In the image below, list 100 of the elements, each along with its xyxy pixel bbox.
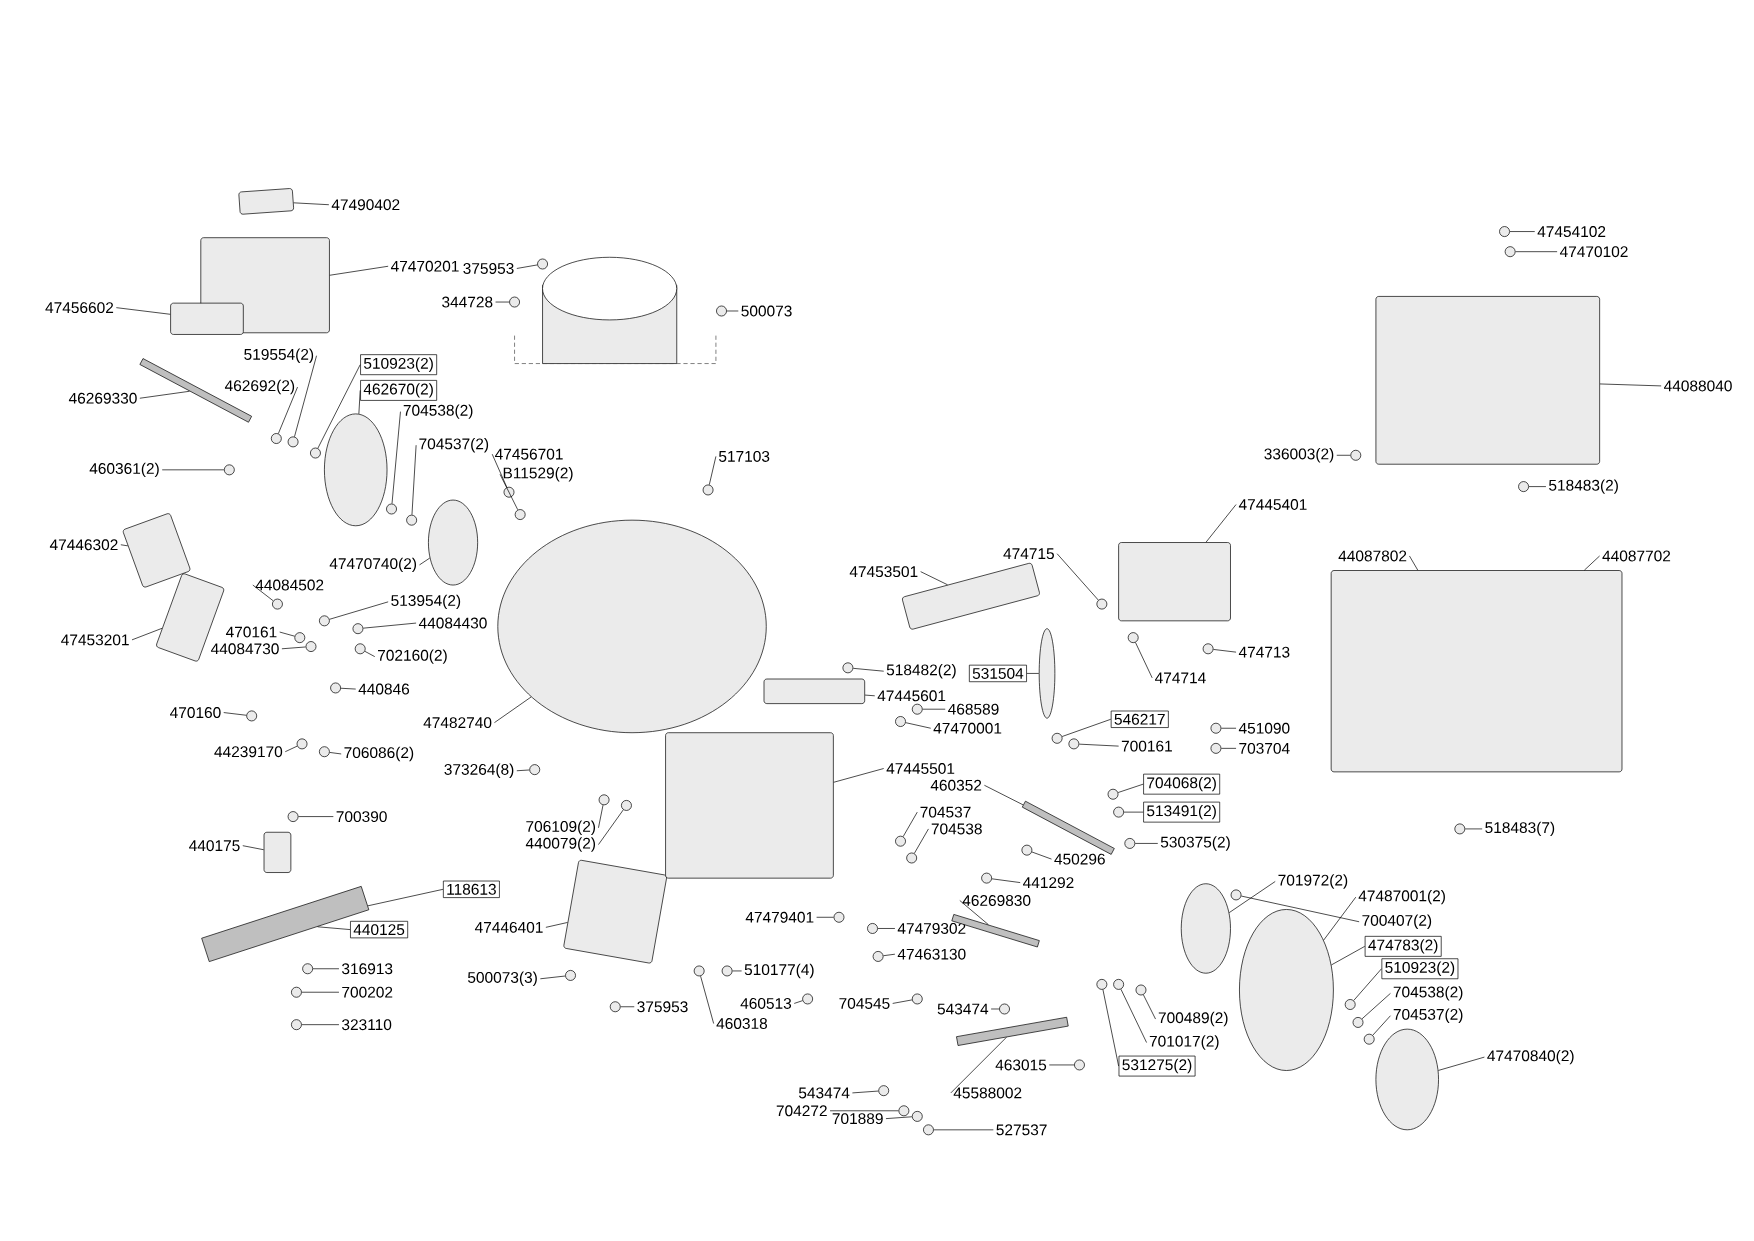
washer-drawing [702,484,714,496]
leader-line [700,976,714,1025]
leader-line [1331,946,1366,966]
leader-line [317,364,361,449]
washer-drawing [330,682,341,694]
leader-line [991,878,1021,884]
leader-line [516,769,530,772]
washer-drawing [537,258,548,270]
washer-drawing [898,1105,910,1117]
part-number-box: 118613 [443,880,500,899]
leader-line [495,301,510,303]
leader-line [115,307,171,315]
callout-number: 316913 [342,963,393,975]
washer-drawing [302,963,314,975]
callout-number: 704537(2) [1393,1008,1463,1024]
callout-number: 47470001 [933,723,1002,734]
leader-line [902,812,918,838]
leader-line [362,622,417,629]
washer-drawing [1021,845,1033,856]
part-drawing [1330,570,1623,773]
washer-drawing [1127,632,1139,644]
callout-number: 460513 [740,998,792,1010]
leader-line [252,584,274,602]
washer-drawing [352,623,364,635]
washer-drawing [514,509,526,521]
part-number-box: 440125 [350,921,409,939]
callout-number: 701972(2) [1278,874,1348,889]
callout-number: 470160 [170,707,221,719]
callout-number: 702160(2) [378,649,447,665]
washer-drawing [1068,738,1080,750]
leader-line [494,696,532,724]
callout-number: 518483(2) [1549,479,1618,495]
leader-line [1123,812,1144,813]
leader-line [959,900,989,926]
leader-line [793,1000,803,1004]
part-drawing [1180,883,1231,974]
washer-drawing [911,993,923,1005]
part-drawing [497,520,767,734]
leader-line [284,746,298,753]
leader-line [1353,968,1382,1002]
leader-line [1048,1064,1075,1066]
callout-number: 47445501 [886,763,955,775]
washer-drawing [1096,979,1108,990]
leader-line [131,628,163,641]
leader-line [317,926,351,931]
leader-line [1509,231,1536,233]
washer-drawing [1124,838,1136,850]
leader-line [816,917,834,918]
washer-drawing [509,296,520,308]
callout-number: 47445601 [877,690,946,702]
part-number-box: 462670(2) [360,380,438,401]
callout-number: 47446401 [474,922,543,934]
callout-number: 700202 [342,987,393,998]
washer-drawing [1096,598,1108,610]
callout-number: 47453501 [849,566,918,578]
leader-line [312,968,340,970]
leader-line [491,454,508,488]
callout-number: 47446302 [49,539,118,551]
washer-drawing [529,764,541,776]
callout-number: 500073 [741,305,792,317]
callout-number: 704272 [776,1105,827,1117]
washer-drawing [621,800,632,812]
washer-drawing [1107,789,1119,800]
leader-line [598,809,624,846]
callout-number: 543474 [798,1087,850,1099]
leader-line [329,601,389,620]
leader-line [278,386,298,435]
washer-drawing [895,716,906,728]
callout-number: 519554(2) [244,348,314,364]
leader-line [1117,784,1144,794]
callout-number: 44087702 [1602,550,1671,562]
callout-number: 700407(2) [1362,914,1432,930]
part-number-box: 474783(2) [1364,936,1442,957]
washer-drawing [291,1019,302,1031]
leader-line [499,474,519,511]
callout-number: 704537(2) [419,438,489,453]
callout-number: 704538(2) [403,404,473,420]
callout-number: 700489(2) [1158,1012,1228,1027]
washer-drawing [287,811,299,823]
callout-number: 44239170 [214,746,283,758]
callout-number: 700390 [336,811,387,823]
washer-drawing [386,503,397,515]
callout-number: 47470840(2) [1487,1050,1574,1065]
leader-line [1143,994,1156,1020]
callout-number: 460361(2) [89,462,159,478]
leader-line [1241,895,1360,923]
callout-number: 47453201 [61,634,129,646]
leader-line [419,557,431,566]
leader-line [1409,555,1419,571]
leader-line [914,828,929,854]
callout-number: 336003(2) [1264,448,1334,463]
leader-line [161,469,225,471]
leader-line [829,1110,899,1112]
callout-number: 706109(2) [526,820,596,836]
part-drawing [763,678,866,705]
leader-line [1584,555,1600,571]
leader-line [367,889,444,907]
washer-drawing [872,951,884,963]
washer-drawing [1499,226,1510,238]
callout-number: 440079(2) [525,837,596,852]
